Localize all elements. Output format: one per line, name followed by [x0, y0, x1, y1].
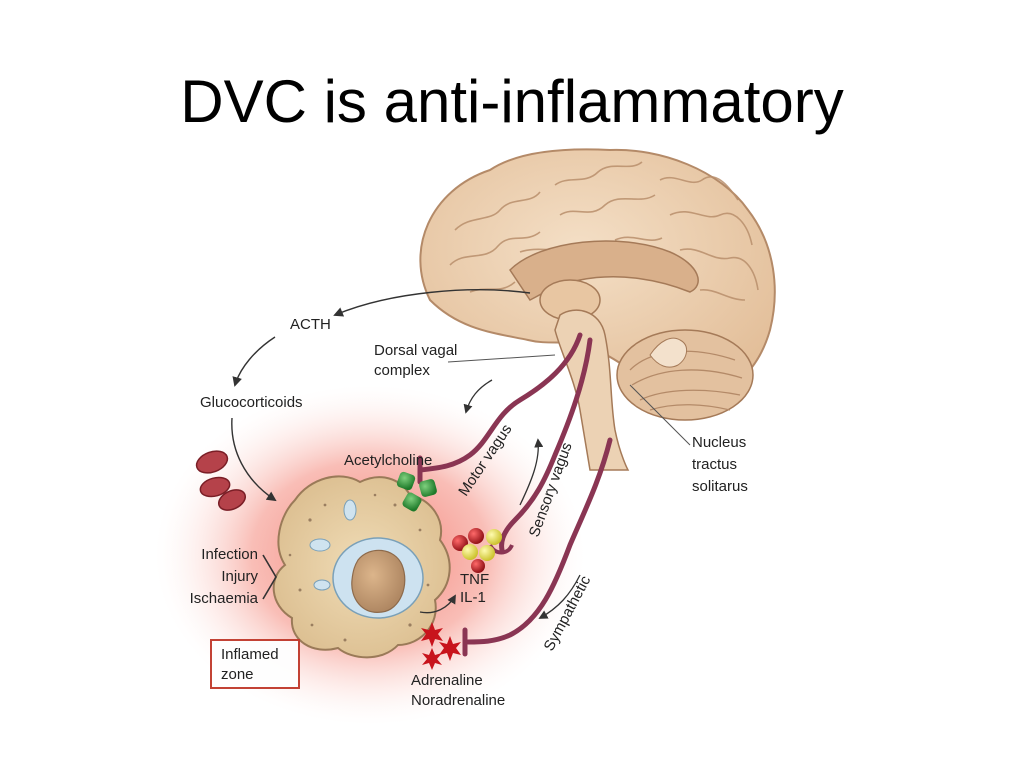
label-nucleus-1: Nucleus [692, 434, 746, 451]
inflamed-zone-box [210, 639, 300, 689]
nts-pointer [629, 384, 691, 446]
label-inflamed-1: Inflamed [221, 646, 279, 663]
motor-vagus-nerve [417, 332, 583, 485]
acetylcholine-molecules [396, 471, 437, 512]
brain [419, 148, 776, 471]
label-dorsal-vagal-2: complex [374, 362, 430, 379]
dvc-pointer [447, 354, 556, 363]
label-noradrenaline: Noradrenaline [411, 692, 505, 709]
label-glucocorticoids: Glucocorticoids [200, 394, 303, 411]
glucocorticoid-arrow [232, 336, 276, 387]
macrophage-cell [272, 475, 451, 659]
cerebellum [616, 329, 754, 421]
slide-title: DVC is anti-inflammatory [180, 68, 844, 135]
red-blood-cells [195, 450, 246, 511]
acth-arrow [333, 289, 531, 317]
adrenaline-molecules [421, 622, 461, 670]
causes-brace [262, 554, 277, 600]
label-ischaemia: Ischaemia [190, 590, 259, 607]
label-nucleus-3: solitarus [692, 478, 748, 495]
label-acth: ACTH [290, 316, 331, 333]
label-inflamed-2: zone [221, 666, 254, 683]
cytokine-release-arrow [419, 594, 456, 614]
label-il1: IL-1 [460, 589, 486, 606]
sympathetic-nerve [462, 437, 613, 657]
label-tnf: TNF [460, 571, 489, 588]
glucocorticoid-to-cell-arrow [231, 417, 277, 502]
label-adrenaline: Adrenaline [411, 672, 483, 689]
label-dorsal-vagal-1: Dorsal vagal [374, 342, 457, 359]
label-nucleus-2: tractus [692, 456, 737, 473]
cytokine-molecules [452, 528, 502, 573]
label-injury: Injury [221, 568, 258, 585]
label-acetylcholine: Acetylcholine [344, 452, 432, 469]
label-infection: Infection [201, 546, 258, 563]
